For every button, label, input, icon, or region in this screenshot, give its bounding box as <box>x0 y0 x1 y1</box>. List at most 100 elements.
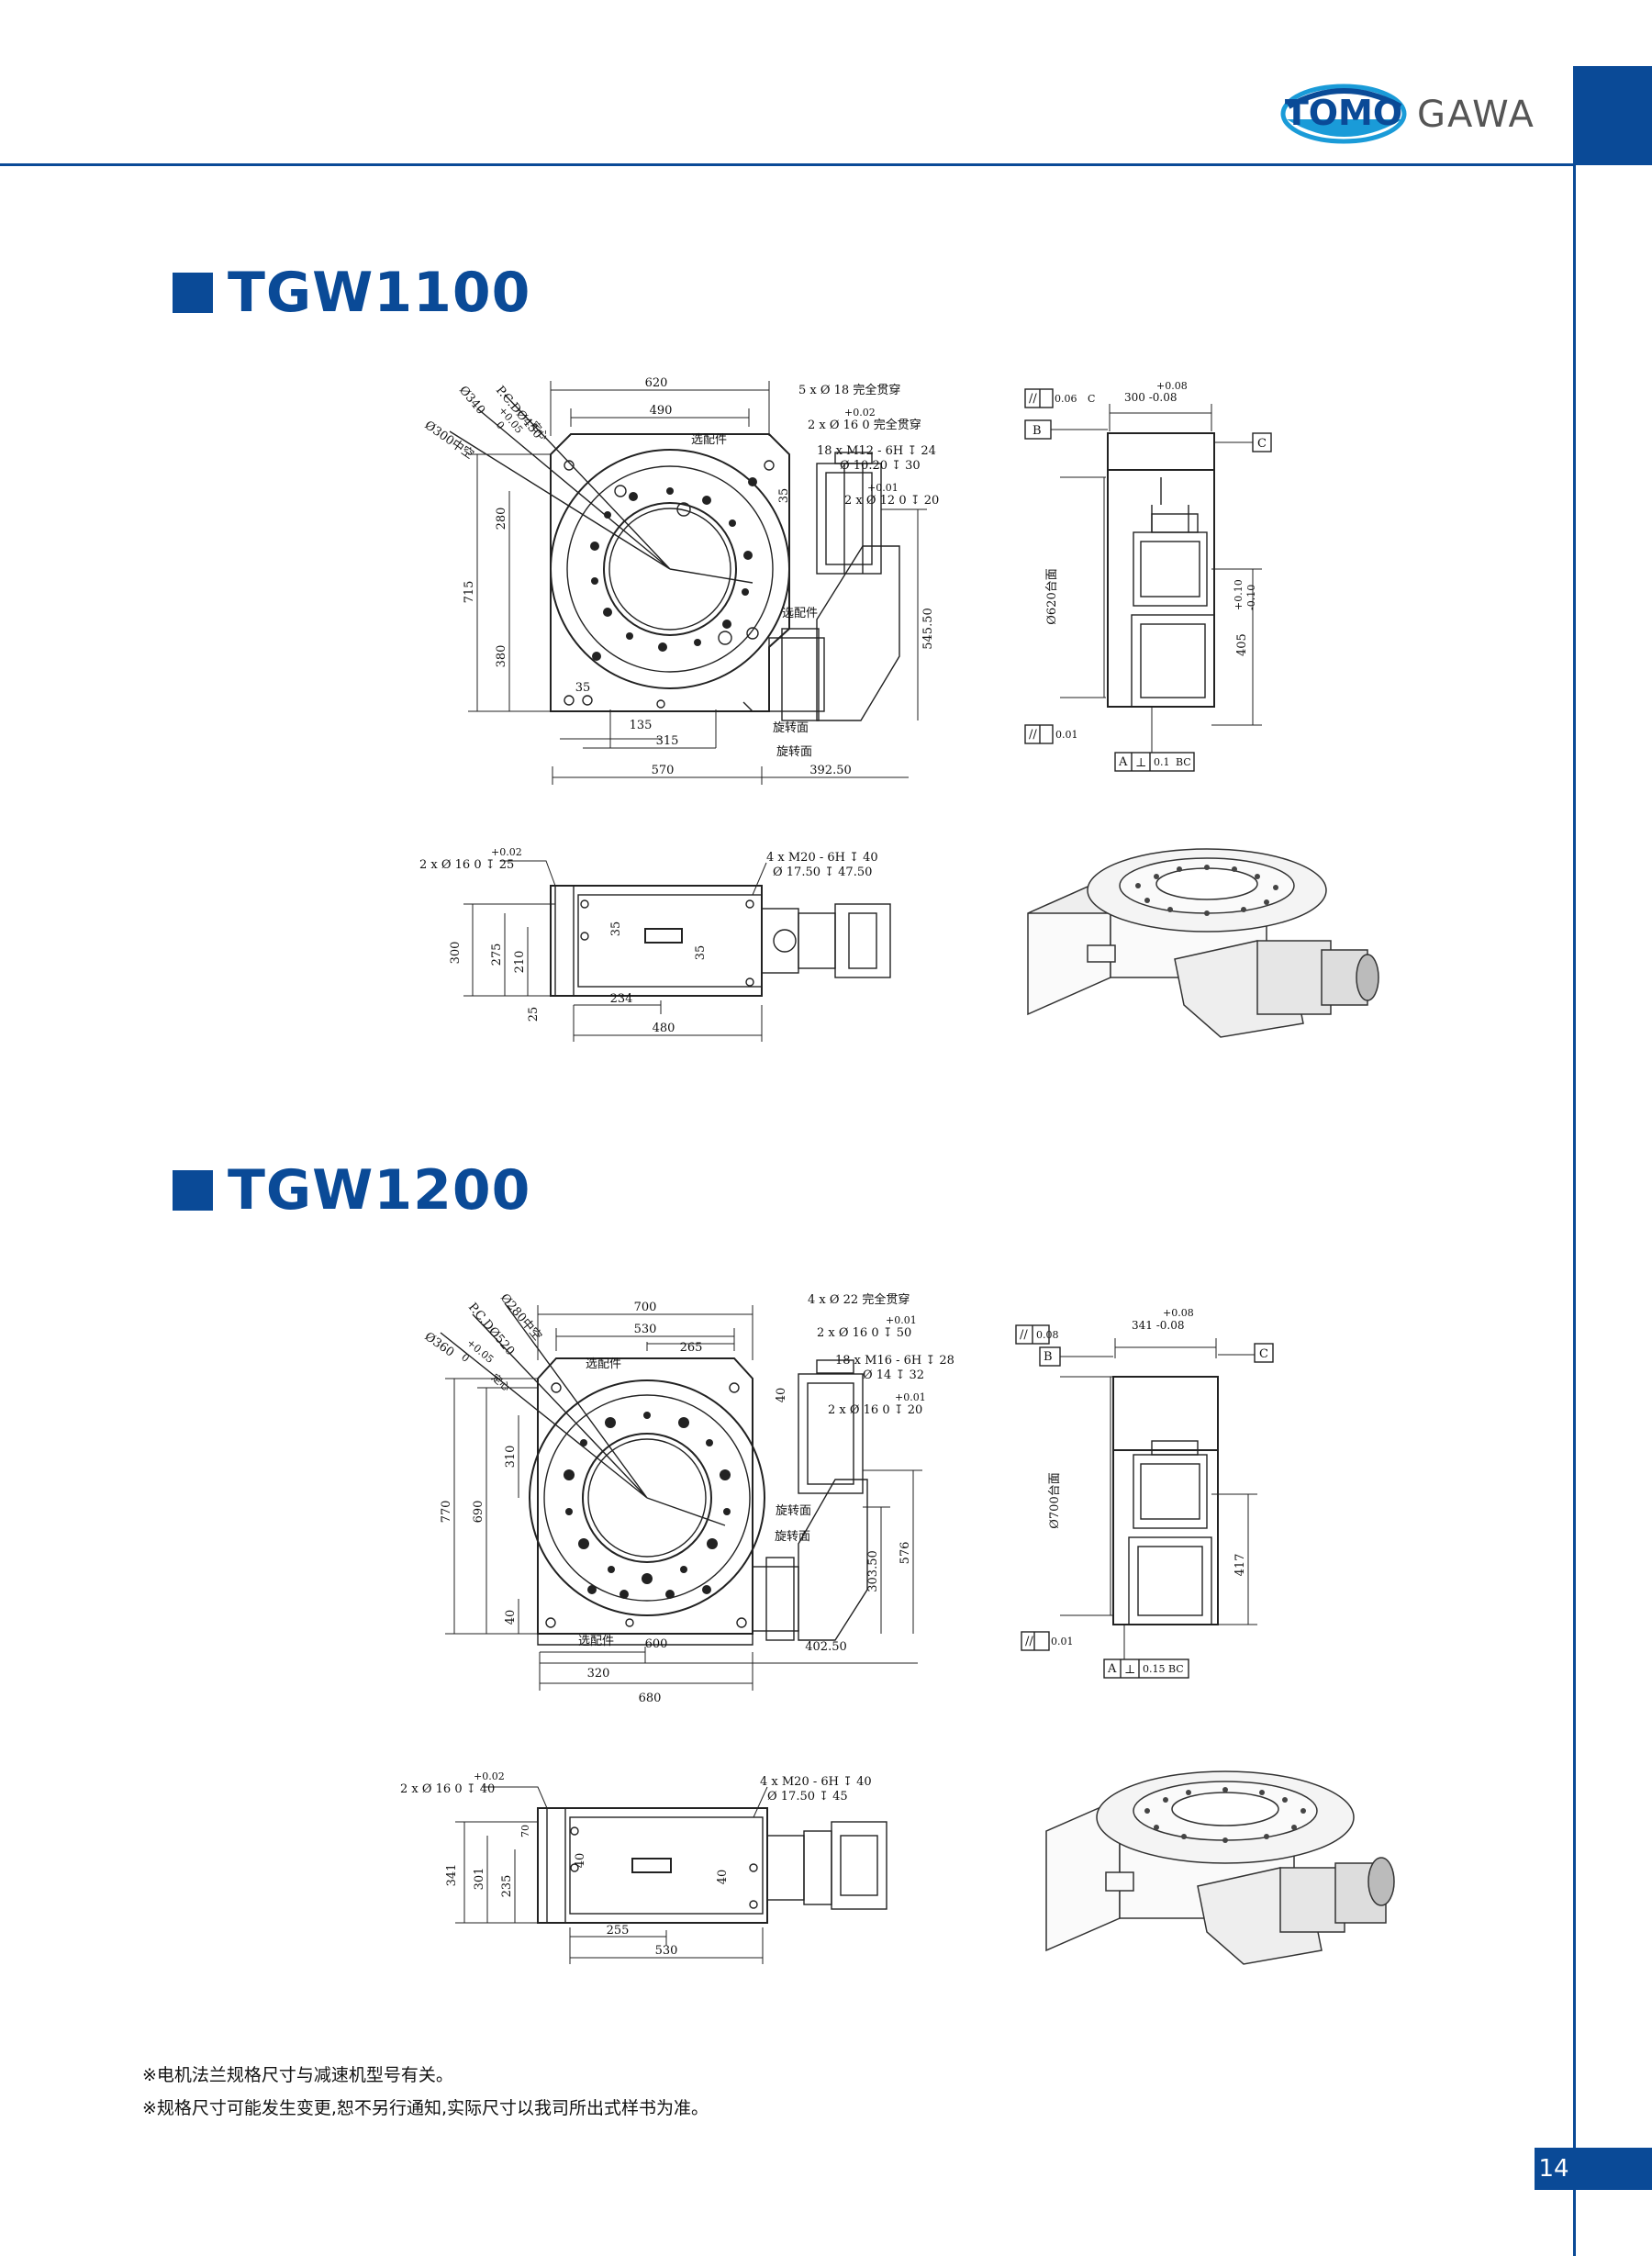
tomogawa-logo: TOMO GAWA <box>1280 84 1534 144</box>
callout-d360-tol-lower: 0 <box>459 1351 472 1364</box>
callout-rotate2: 旋转面 <box>776 745 812 759</box>
front-pin: 2 x Ø 16 0 ↧ 25 <box>419 858 514 872</box>
callout-thread: 18 x M16 - 6H ↧ 28 <box>835 1354 954 1368</box>
gdt-flatness-value: 0.01 <box>1051 1636 1074 1647</box>
gdt-perp-value: 0.1 <box>1154 756 1170 768</box>
front-dim-255: 255 <box>607 1924 630 1938</box>
front-dim-70: 70 <box>519 1825 531 1837</box>
section-title-tgw1100: TGW1100 <box>173 261 530 325</box>
front-thread: 4 x M20 - 6H ↧ 40 <box>760 1775 872 1789</box>
tgw1200-side-view: // 0.08 B C +0.08 341 -0.08 Ø700台面 417 /… <box>1015 1307 1274 1679</box>
dim-600: 600 <box>645 1637 668 1651</box>
side-table-dia: Ø700台面 <box>1048 1472 1062 1528</box>
dim-620: 620 <box>645 376 668 390</box>
gdt-perp-icon: ⊥ <box>1124 1663 1135 1677</box>
right-margin-rule <box>1573 163 1576 2256</box>
gdt-parallel-icon: // <box>1029 392 1037 406</box>
header-rule <box>0 163 1573 166</box>
front-thread-drill: Ø 17.50 ↧ 47.50 <box>773 866 872 879</box>
callout-pin2-tol: +0.01 <box>895 1391 926 1403</box>
gdt-parallel-value: 0.06 <box>1055 393 1077 405</box>
footnote-spec-change: ※规格尺寸可能发生变更,恕不另行通知,实际尺寸以我司所出式样书为准。 <box>142 2098 709 2118</box>
front-dim-234: 234 <box>610 992 633 1006</box>
front-dim-40-b: 40 <box>716 1870 730 1885</box>
callout-d340-tol-lower: 0 <box>494 419 507 432</box>
datum-b: B <box>1032 424 1042 438</box>
section-title-text: TGW1100 <box>228 261 531 325</box>
dim-315: 315 <box>656 734 679 748</box>
dim-680: 680 <box>639 1692 662 1705</box>
callout-holes3: 2 x Ø 12 0 ↧ 20 <box>844 494 939 508</box>
dim-320: 320 <box>587 1667 610 1681</box>
dim-402-50: 402.50 <box>805 1640 847 1654</box>
front-dim-35-b: 35 <box>694 945 708 961</box>
side-height: 417 <box>1233 1554 1247 1577</box>
callout-rotate1: 旋转面 <box>773 721 809 735</box>
dim-770: 770 <box>440 1501 453 1524</box>
section-title-text: TGW1200 <box>228 1158 531 1223</box>
gdt-parallel-value: 0.08 <box>1036 1329 1059 1341</box>
gdt-perp-ref: BC <box>1176 756 1191 768</box>
front-dim-301: 301 <box>473 1868 486 1891</box>
dim-280: 280 <box>495 508 508 530</box>
datum-c: C <box>1259 1347 1268 1361</box>
dim-380: 380 <box>495 645 508 668</box>
front-pin: 2 x Ø 16 0 ↧ 40 <box>400 1782 495 1796</box>
page-number: 14 <box>1535 2148 1573 2190</box>
front-pin-tol: +0.02 <box>491 846 522 858</box>
callout-holes3: 2 x Ø 16 0 ↧ 20 <box>828 1403 922 1417</box>
front-dim-275: 275 <box>490 944 504 966</box>
dim-35: 35 <box>575 681 591 695</box>
callout-option2: 选配件 <box>782 607 818 620</box>
tgw1200-front-view: +0.02 2 x Ø 16 0 ↧ 40 4 x M20 - 6H ↧ 40 … <box>400 1770 887 1964</box>
callout-rotate1: 旋转面 <box>776 1504 811 1518</box>
callout-thread: 18 x M12 - 6H ↧ 24 <box>817 444 936 458</box>
dim-545-50: 545.50 <box>921 608 935 650</box>
front-dim-480: 480 <box>653 1022 675 1035</box>
callout-d360: Ø360 <box>422 1330 457 1360</box>
callout-holes1: 5 x Ø 18 完全贯穿 <box>798 383 900 397</box>
dim-135: 135 <box>630 719 653 732</box>
title-square-icon <box>173 273 213 313</box>
side-height: 405 <box>1235 633 1249 656</box>
callout-rotate2: 旋转面 <box>775 1530 810 1544</box>
dim-715: 715 <box>463 581 476 604</box>
dim-265: 265 <box>680 1341 703 1355</box>
tgw1200-top-view: 700 530 265 770 690 310 40 40 600 320 68… <box>422 1291 954 1705</box>
dim-40-a: 40 <box>504 1610 518 1625</box>
callout-thread-drill: Ø 10.20 ↧ 30 <box>840 459 921 473</box>
side-width-tol: +0.08 <box>1156 380 1188 392</box>
callout-thread-drill: Ø 14 ↧ 32 <box>863 1368 924 1382</box>
gdt-perp-value: 0.15 <box>1143 1663 1166 1675</box>
front-dim-300: 300 <box>449 942 463 965</box>
datum-a: A <box>1118 755 1128 769</box>
datum-b: B <box>1044 1350 1053 1364</box>
side-width-tol: +0.08 <box>1163 1307 1194 1319</box>
dim-490: 490 <box>650 404 673 418</box>
gdt-perp-ref: BC <box>1168 1663 1184 1675</box>
callout-d340: Ø340 <box>456 384 487 418</box>
side-height-tol-lower: -0.10 <box>1245 585 1257 610</box>
callout-option2: 选配件 <box>578 1635 614 1648</box>
front-dim-40-a: 40 <box>574 1853 587 1869</box>
front-dim-235: 235 <box>500 1875 514 1898</box>
section-title-tgw1200: TGW1200 <box>173 1158 530 1223</box>
gdt-flatness-icon: // <box>1029 728 1037 742</box>
front-dim-25: 25 <box>527 1007 541 1022</box>
front-thread-drill: Ø 17.50 ↧ 45 <box>767 1790 848 1804</box>
footer-accent-bar <box>1576 2148 1652 2190</box>
footnote-motor-flange: ※电机法兰规格尺寸与减速机型号有关。 <box>142 2065 453 2085</box>
front-pin-tol: +0.02 <box>474 1770 505 1782</box>
callout-option1: 选配件 <box>691 433 727 447</box>
gdt-parallel-icon: // <box>1020 1328 1028 1342</box>
side-width: 341 -0.08 <box>1132 1319 1185 1332</box>
front-dim-35-a: 35 <box>609 921 623 937</box>
callout-holes1: 4 x Ø 22 完全贯穿 <box>808 1292 910 1307</box>
gdt-flatness-value: 0.01 <box>1055 729 1078 741</box>
dim-690: 690 <box>472 1501 486 1524</box>
tgw1100-side-view: // 0.06 C B C +0.08 300 -0.08 Ø620台面 +0.… <box>1024 380 1272 772</box>
side-table-dia: Ø620台面 <box>1045 568 1059 624</box>
dim-700: 700 <box>634 1301 657 1314</box>
dim-35-b: 35 <box>777 488 791 504</box>
dim-576: 576 <box>899 1542 912 1565</box>
